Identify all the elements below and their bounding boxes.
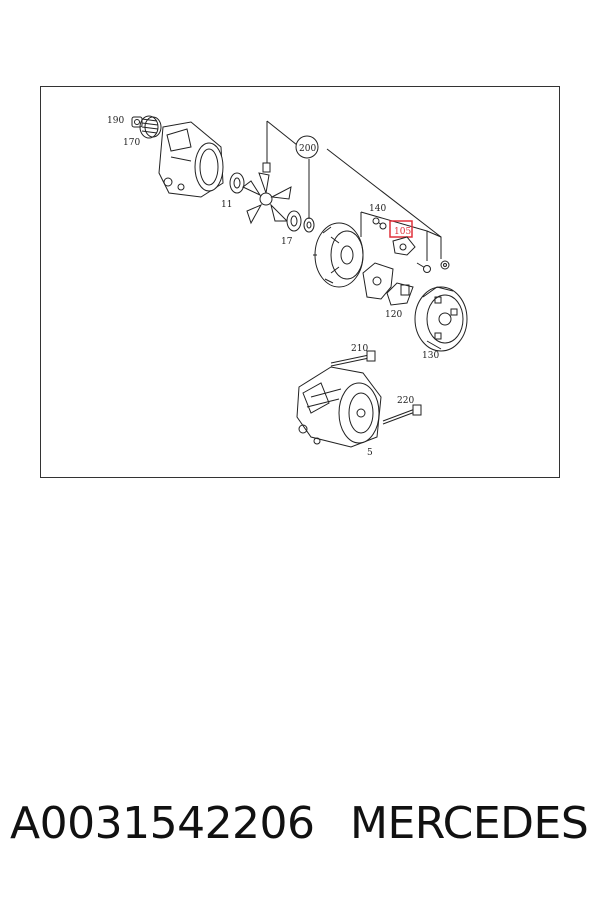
product-caption: A0031542206 MERCEDES	[10, 798, 590, 868]
bearing-small	[303, 217, 315, 233]
callout-120: 120	[385, 310, 402, 320]
callout-220: 220	[397, 396, 414, 406]
callout-140: 140	[369, 204, 386, 214]
screws	[416, 260, 450, 273]
part-170-pulley	[139, 115, 162, 139]
exploded-parts-diagram: 190 170 11 17	[40, 86, 560, 478]
brush-plate	[362, 262, 394, 300]
group-200-tag	[262, 162, 271, 173]
callout-200-circle	[295, 135, 319, 159]
part-210-bolt	[330, 350, 376, 367]
callout-105: 105	[394, 227, 411, 237]
part-190-nut	[131, 116, 143, 128]
front-housing	[158, 121, 224, 198]
brand-name: MERCEDES	[350, 798, 589, 849]
callout-11: 11	[221, 200, 232, 210]
stator	[313, 222, 364, 288]
part-220-bolt	[382, 404, 422, 425]
callout-210: 210	[351, 344, 368, 354]
part-number: A0031542206	[10, 798, 315, 849]
callout-190: 190	[107, 116, 124, 126]
part-17-bearing	[286, 210, 302, 232]
callout-17: 17	[281, 237, 293, 247]
rotor-fan	[242, 172, 292, 225]
part-140-screw	[372, 217, 387, 230]
part-11-bearing	[229, 172, 245, 194]
group-200-leaders	[266, 120, 442, 261]
callout-200: 200	[299, 144, 316, 154]
part-130-rear-housing	[414, 286, 468, 352]
highlight-105-box	[389, 220, 413, 238]
part-105-regulator	[392, 236, 416, 256]
callout-170: 170	[123, 138, 140, 148]
part-5-alternator	[296, 366, 382, 448]
callout-130: 130	[422, 351, 439, 361]
callout-5: 5	[367, 448, 373, 458]
part-120-brush-holder	[386, 282, 414, 306]
